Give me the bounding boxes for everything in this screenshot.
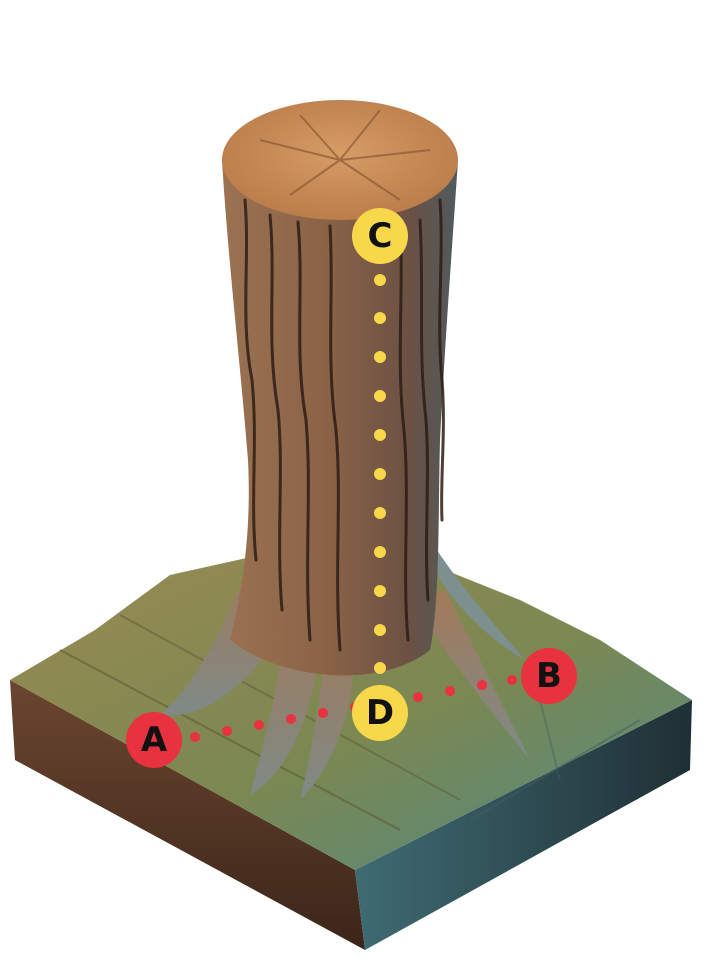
point-d-marker: D <box>352 685 408 741</box>
point-b-label: B <box>536 656 562 696</box>
ground-right-side <box>355 700 692 950</box>
point-a-label: A <box>140 720 168 760</box>
point-c-label: C <box>367 216 393 256</box>
point-a-marker: A <box>126 712 182 768</box>
point-c-marker: C <box>352 208 408 264</box>
point-b-marker: B <box>521 648 577 704</box>
ground-left-side <box>10 680 365 950</box>
path-c-d <box>374 274 386 674</box>
point-d-label: D <box>365 693 395 733</box>
trunk <box>222 160 458 676</box>
root-right <box>410 590 530 760</box>
